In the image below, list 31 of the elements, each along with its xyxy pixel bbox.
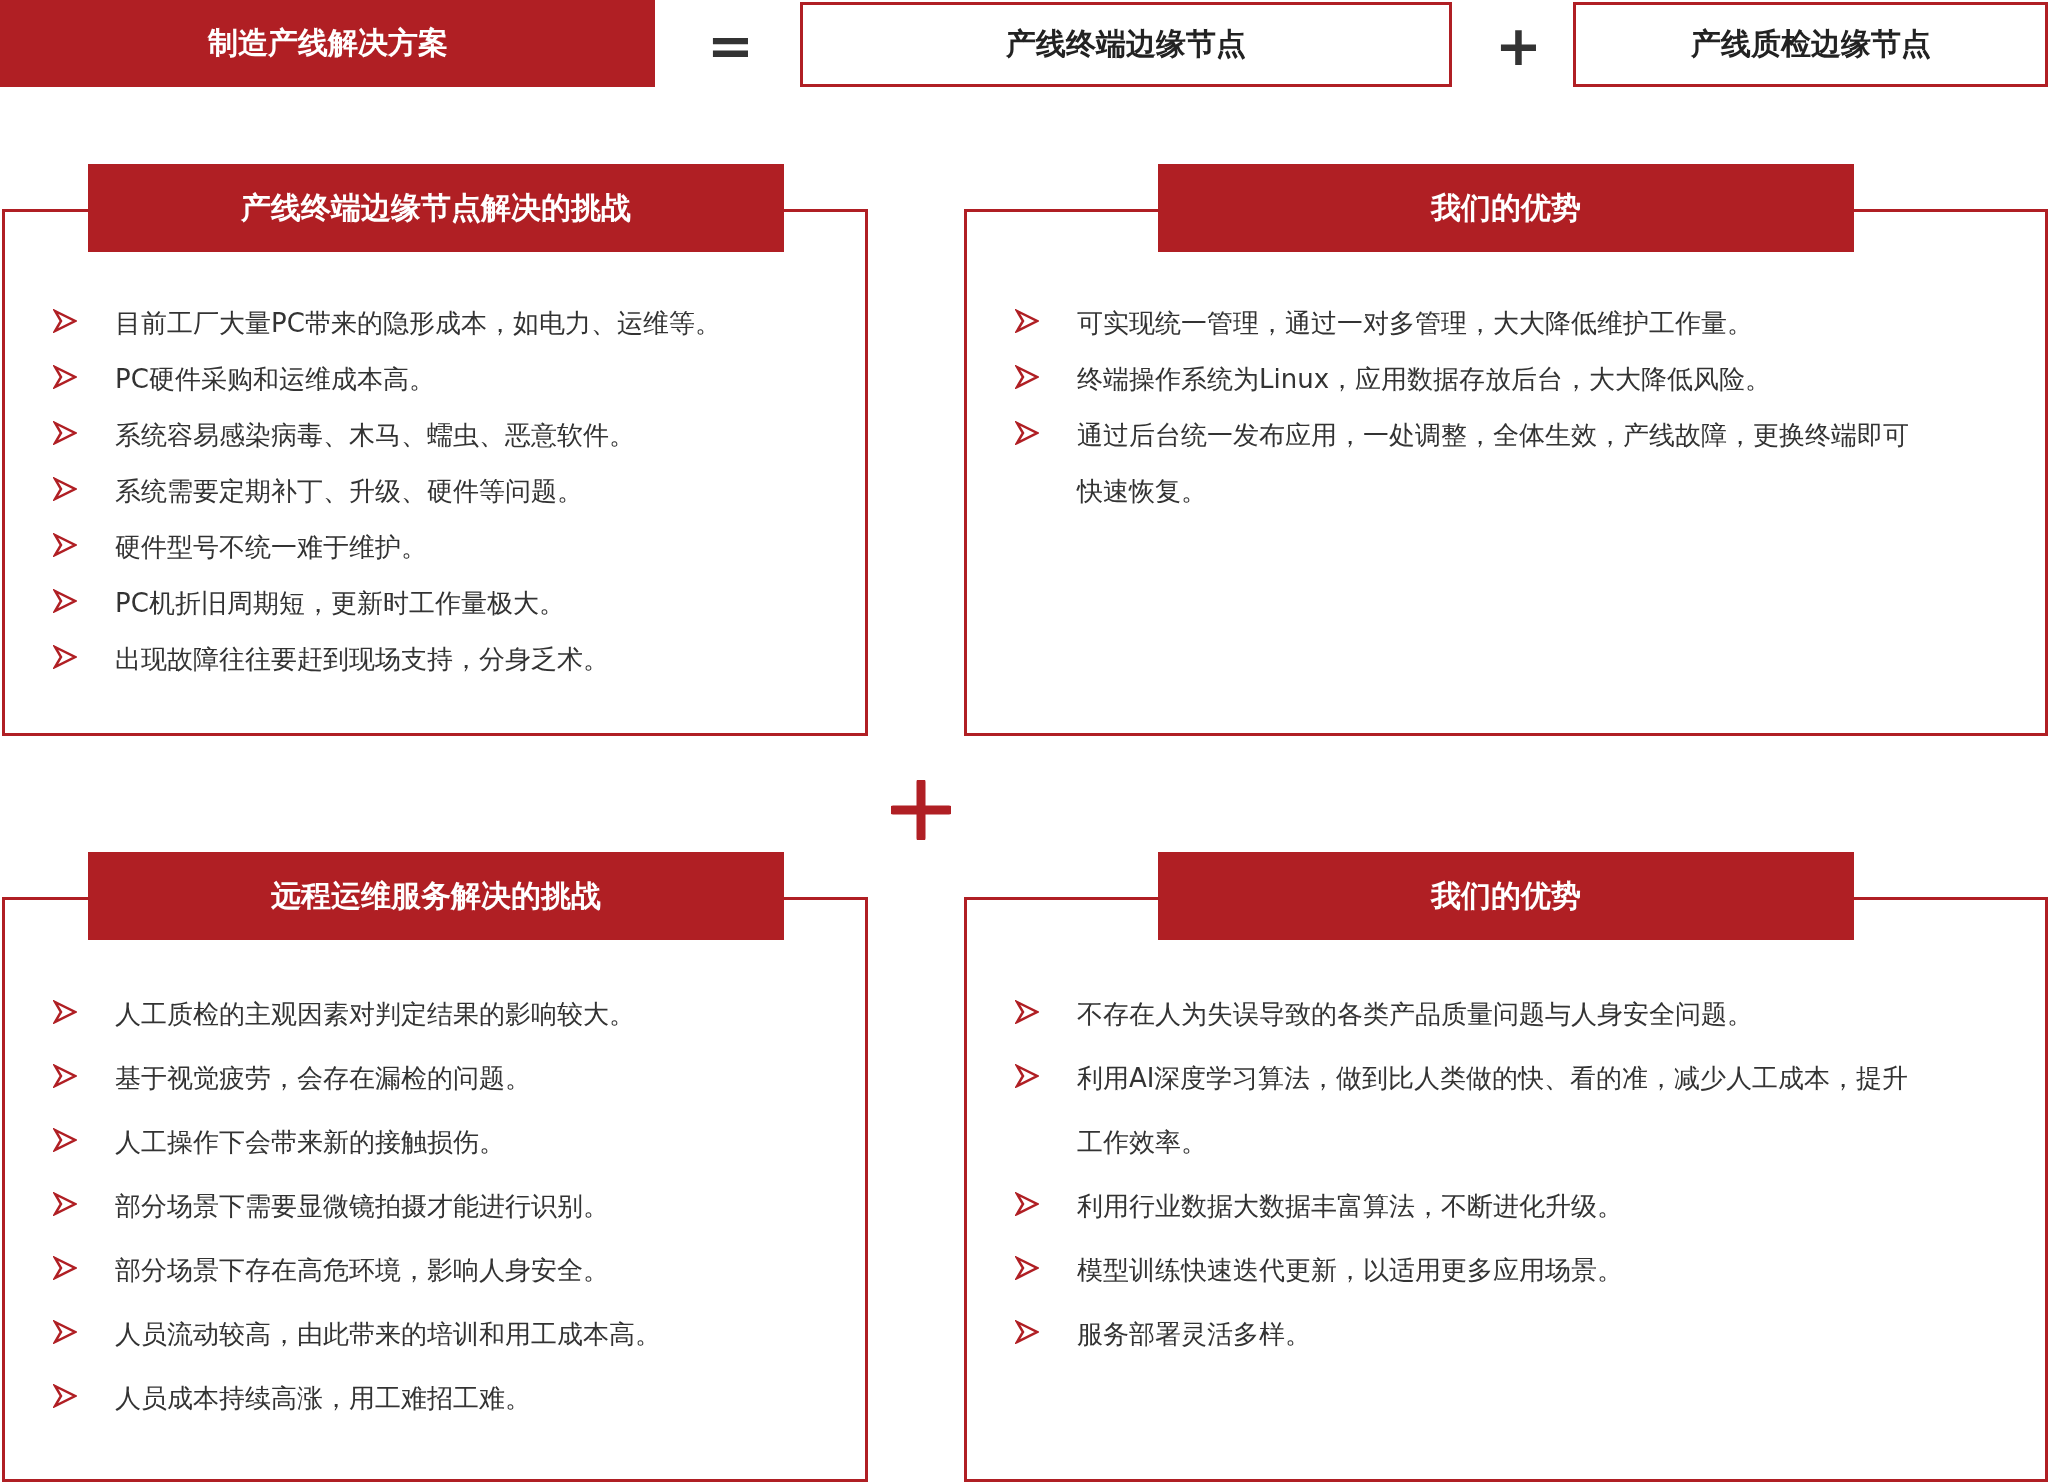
list-item: PC机折旧周期短，更新时工作量极大。 <box>115 587 565 620</box>
component-box: 产线终端边缘节点 <box>800 2 1452 87</box>
list-item: 部分场景下需要显微镜拍摄才能进行识别。 <box>115 1190 609 1223</box>
list-item: 目前工厂大量PC带来的隐形成本，如电力、运维等。 <box>115 307 721 340</box>
list-item: 终端操作系统为Linux，应用数据存放后台，大大降低风险。 <box>1077 363 1772 396</box>
list-item: 人工操作下会带来新的接触损伤。 <box>115 1126 505 1159</box>
panel-header: 产线终端边缘节点解决的挑战 <box>88 164 784 252</box>
list-item: 部分场景下存在高危环境，影响人身安全。 <box>115 1254 609 1287</box>
list-item: 通过后台统一发布应用，一处调整，全体生效，产线故障，更换终端即可快速恢复。 <box>1077 419 1910 508</box>
list-item: 服务部署灵活多样。 <box>1077 1318 1311 1351</box>
list-item: 基于视觉疲劳，会存在漏检的问题。 <box>115 1062 531 1095</box>
list-item: 系统需要定期补丁、升级、硬件等问题。 <box>115 475 583 508</box>
operator-sign: = <box>707 18 754 74</box>
list-item: 人员流动较高，由此带来的培训和用工成本高。 <box>115 1318 661 1351</box>
list-item: 人员成本持续高涨，用工难招工难。 <box>115 1382 531 1415</box>
operator-sign: + <box>1495 18 1542 74</box>
list-item: 出现故障往往要赶到现场支持，分身乏术。 <box>115 643 609 676</box>
list-item: 人工质检的主观因素对判定结果的影响较大。 <box>115 998 635 1031</box>
list-item: 模型训练快速迭代更新，以适用更多应用场景。 <box>1077 1254 1623 1287</box>
panel-header: 远程运维服务解决的挑战 <box>88 852 784 940</box>
list-item: 利用AI深度学习算法，做到比人类做的快、看的准，减少人工成本，提升工作效率。 <box>1077 1062 1910 1159</box>
list-item: 硬件型号不统一难于维护。 <box>115 531 427 564</box>
list-item: 利用行业数据大数据丰富算法，不断进化升级。 <box>1077 1190 1623 1223</box>
list-item: 不存在人为失误导致的各类产品质量问题与人身安全问题。 <box>1077 998 1753 1031</box>
list-item: 可实现统一管理，通过一对多管理，大大降低维护工作量。 <box>1077 307 1753 340</box>
title-box: 制造产线解决方案 <box>0 0 655 87</box>
list-item: PC硬件采购和运维成本高。 <box>115 363 435 396</box>
panel-header: 我们的优势 <box>1158 164 1854 252</box>
component-box: 产线质检边缘节点 <box>1573 2 2048 87</box>
panel-header: 我们的优势 <box>1158 852 1854 940</box>
list-item: 系统容易感染病毒、木马、蠕虫、恶意软件。 <box>115 419 635 452</box>
